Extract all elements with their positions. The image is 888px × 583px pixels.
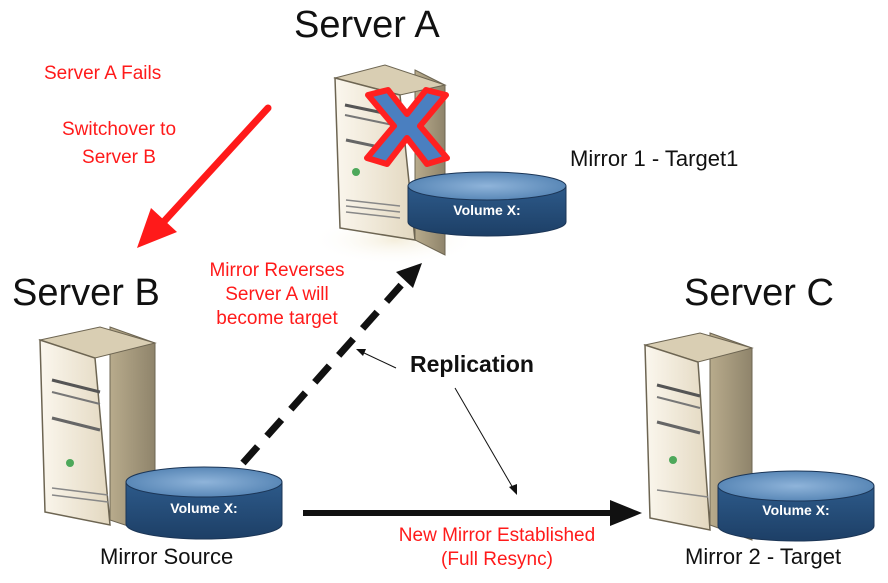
replication-pointer-left	[356, 349, 397, 369]
server-c-caption: Mirror 2 - Target	[685, 544, 842, 569]
failure-x-icon	[364, 87, 450, 167]
mirror-reverses-line-2: Server A will	[225, 284, 329, 305]
switchover-label: Switchover to Server B	[44, 116, 194, 172]
mirror-reverses-line-1: Mirror Reverses	[209, 260, 345, 281]
mirror-reverse-arrow	[240, 263, 422, 466]
new-mirror-line-2: (Full Resync)	[441, 549, 553, 570]
new-mirror-line-1: New Mirror Established	[398, 525, 596, 546]
new-mirror-arrow	[303, 500, 642, 526]
server-b-title: Server B	[12, 272, 160, 314]
server-a-caption: Mirror 1 - Target1	[570, 146, 739, 171]
server-b-volume-label: Volume X:	[170, 500, 237, 516]
switchover-line-2: Server B	[82, 147, 156, 168]
new-mirror-label: New Mirror Established (Full Resync)	[372, 524, 622, 572]
server-b-tower-icon	[38, 326, 157, 536]
switchover-line-1: Switchover to	[61, 119, 177, 140]
server-c-title: Server C	[684, 272, 834, 314]
server-a-fails-label: Server A Fails	[44, 63, 162, 84]
mirror-reverses-line-3: become target	[216, 308, 338, 329]
server-a-disk-icon: Volume X:	[407, 171, 567, 237]
server-b-caption: Mirror Source	[100, 544, 234, 569]
server-a-volume-label: Volume X:	[453, 202, 520, 218]
server-c-disk-icon: Volume X:	[717, 470, 875, 542]
replication-label: Replication	[410, 351, 534, 377]
server-c-volume-label: Volume X:	[762, 502, 829, 518]
replication-pointer-down	[454, 387, 517, 495]
server-b-disk-icon: Volume X:	[125, 466, 283, 540]
switchover-arrow	[137, 104, 272, 248]
mirror-reverses-label: Mirror Reverses Server A will become tar…	[192, 259, 362, 331]
server-a-title: Server A	[294, 4, 440, 46]
